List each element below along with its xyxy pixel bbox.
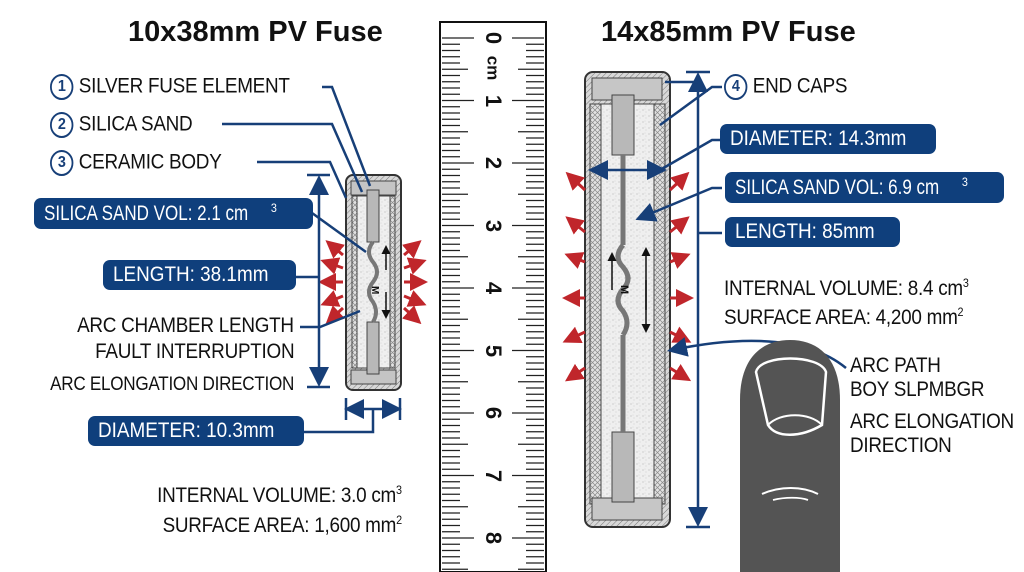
right-surface-area: SURFACE AREA: 4,200 mm2 [724, 305, 964, 329]
right-length-badge: LENGTH: 85mm [725, 217, 901, 247]
left-fuse-title: 10x38mm PV Fuse [128, 16, 383, 48]
left-fuse-body: M [345, 174, 402, 391]
ruler-tick-label: 1 [481, 94, 506, 107]
svg-text:M: M [369, 286, 380, 294]
right-heat-arrows [562, 171, 694, 382]
ruler-graphic [439, 21, 547, 572]
arc-path-sublabel: BOY SLPMBGR [850, 378, 985, 401]
ruler-tick-label: 6 [481, 406, 506, 420]
left-length-badge: LENGTH: 38.1mm [103, 260, 296, 290]
right-fuse-body: M [584, 71, 671, 528]
arc-chamber-length-label: ARC CHAMBER LENGTH [77, 314, 294, 337]
ruler-tick-label: 0 [481, 31, 506, 45]
left-arc-elongation-label: ARC ELONGATION DIRECTION [49, 374, 294, 395]
right-arc-elongation-direction: DIRECTION [850, 434, 952, 457]
left-internal-volume: INTERNAL VOLUME: 3.0 cm3 [157, 483, 402, 507]
ruler-tick-label: 7 [481, 469, 506, 482]
ruler-unit-label: cm [483, 55, 503, 81]
ruler-tick-label: 4 [481, 281, 506, 295]
right-fuse-title: 14x85mm PV Fuse [601, 16, 856, 48]
left-heat-arrows [318, 240, 428, 325]
left-diameter-badge: DIAMETER: 10.3mm [88, 416, 305, 446]
ruler-tick-label: 8 [481, 531, 506, 545]
right-arc-elongation-label: ARC ELONGATION [850, 410, 1014, 433]
arc-path-label: ARC PATH [850, 354, 941, 377]
ruler-tick-label: 2 [481, 156, 506, 170]
ruler-tick-label: 5 [481, 344, 506, 357]
finger-illustration [740, 340, 840, 572]
fault-interruption-label: FAULT INTERRUPTION [94, 340, 294, 363]
ruler-tick-label: 3 [481, 219, 506, 232]
left-surface-area: SURFACE AREA: 1,600 mm2 [162, 513, 403, 537]
right-diameter-badge: DIAMETER: 14.3mm [720, 124, 937, 154]
right-internal-volume: INTERNAL VOLUME: 8.4 cm3 [724, 276, 969, 300]
svg-text:M: M [618, 285, 630, 294]
